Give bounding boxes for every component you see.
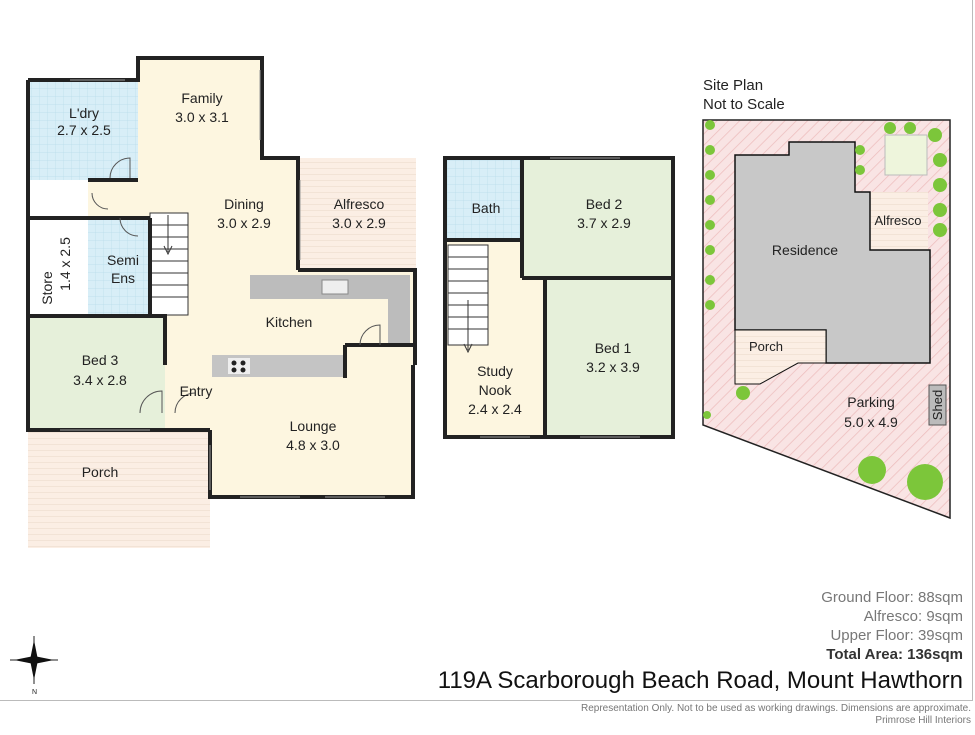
bed3-floor [28,316,165,430]
ground-floor-walls [26,56,417,499]
room-name: Bed 2 [586,196,623,212]
room-name: Bed 1 [595,340,632,356]
plants [703,120,947,500]
bed2-floor [522,160,672,278]
room-size: 3.0 x 2.9 [217,215,271,231]
room-name: Study [477,363,513,379]
area-summary: Ground Floor: 88sqm Alfresco: 9sqm Upper… [821,588,963,664]
room-size: 3.0 x 2.9 [332,215,386,231]
cooktop-icon [228,358,250,374]
room-name: Alfresco [334,196,385,212]
room-size: 3.7 x 2.9 [577,215,631,231]
disclaimer-text: Representation Only. Not to be used as w… [580,703,971,714]
bath-floor [445,158,522,240]
property-address: 119A Scarborough Beach Road, Mount Hawth… [437,667,963,694]
garden-bed [884,134,928,176]
room-name: Lounge [290,418,337,434]
room-name: Family [181,90,222,106]
laundry-floor [28,80,138,180]
total-area: Total Area: 136sqm [826,646,963,663]
semi-ensuite-floor [88,218,150,316]
room-size: 1.4 x 2.5 [57,237,73,291]
room-name: Entry [180,383,213,399]
shed-label: Shed [930,390,945,420]
door-swings [91,157,381,414]
ground-floor-area: Ground Floor: 88sqm [821,589,963,606]
parking-label: Parking [847,394,894,410]
site-porch [734,329,827,385]
upper-floor: Bath Bed 2 3.7 x 2.9 Bed 1 3.2 x 3.9 Stu… [443,156,675,439]
residence-label: Residence [772,242,838,258]
site-plan-heading: Site Plan [703,77,764,94]
room-name: Bed 3 [82,352,119,368]
room-size: 3.2 x 3.9 [586,359,640,375]
north-label: N [32,689,37,696]
alfresco-area [298,158,416,270]
bed1-floor [545,280,672,437]
staircase [149,212,189,316]
kitchen-bench-side [388,275,410,343]
upper-floor-area: Upper Floor: 39sqm [830,627,963,644]
room-size: 3.4 x 2.8 [73,372,127,388]
room-size: 2.7 x 2.5 [57,122,111,138]
compass-icon: N [10,636,58,696]
store-floor [28,218,86,316]
porch-area [28,430,210,548]
upper-windows [480,157,640,438]
room-name: Dining [224,196,264,212]
room-size: 4.8 x 3.0 [286,437,340,453]
site-plan-title: Site Plan Not to Scale [703,76,785,114]
alfresco-label: Alfresco [875,213,922,228]
room-name-line2: Nook [479,382,513,398]
room-name-line2: Ens [111,270,135,286]
site-plan-scale-note: Not to Scale [703,96,785,113]
room-name: Kitchen [266,314,313,330]
upper-floor-walls [443,156,675,439]
room-name: Semi [107,252,139,268]
room-size: 3.0 x 3.1 [175,109,229,125]
site-plan: Residence Alfresco Porch Parking 5.0 x 4… [702,119,951,520]
room-name: Store [39,271,55,305]
parking-size: 5.0 x 4.9 [844,414,898,430]
disclaimer: Representation Only. Not to be used as w… [581,703,971,727]
alfresco-area-text: Alfresco: 9sqm [863,608,963,625]
porch-label: Porch [749,339,783,354]
sink-icon [321,279,349,295]
ground-floor: L'dry 2.7 x 2.5 Family 3.0 x 3.1 Dining … [26,56,417,548]
room-name: Porch [82,464,119,480]
frame-border [972,0,973,701]
footer-divider [0,700,973,701]
window-lines [60,70,385,498]
room-name: Bath [472,200,501,216]
shed [928,384,947,426]
site-alfresco [870,192,928,250]
room-size: 2.4 x 2.4 [468,401,522,417]
upper-staircase [447,244,489,354]
company-name: Primrose Hill Interiors [875,715,971,726]
room-name: L'dry [69,105,99,121]
